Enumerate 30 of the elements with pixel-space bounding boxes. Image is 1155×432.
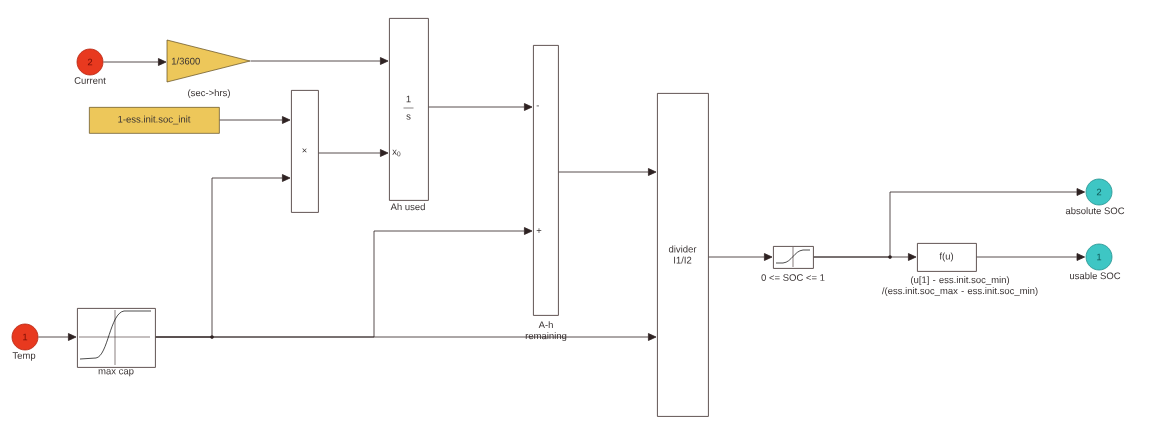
- signal-arrow: [558, 168, 657, 176]
- signal-arrow: [219, 116, 291, 124]
- block-label: 0 <= SOC <= 1: [761, 274, 825, 281]
- signal-arrow: [38, 333, 77, 341]
- sum-block: - +: [533, 45, 559, 316]
- lookup-table-block: [77, 308, 156, 368]
- signal-arrow: [813, 188, 1086, 258]
- block-label: usable SOC: [1070, 272, 1121, 280]
- signal-arrow: [976, 253, 1086, 261]
- signal-arrow: [428, 103, 533, 111]
- constant-block: 1-ess.init.soc_init: [89, 107, 220, 134]
- block-label: max cap: [98, 369, 134, 377]
- integrator-block: 1 s x$_{0}$: [389, 18, 429, 201]
- signal-arrow: [318, 149, 389, 157]
- saturation-block: [773, 246, 814, 269]
- block-label: absolute SOC: [1065, 207, 1125, 215]
- block-label: (sec->hrs): [188, 89, 230, 99]
- signal-arrow: [155, 333, 657, 341]
- block-label: A-h remaining: [525, 321, 567, 342]
- block-label: (u[1] - ess.init.soc_min) /(ess.init.soc_max - ess.init.soc_min): [881, 276, 1038, 297]
- block-label: Ah used: [390, 203, 425, 211]
- signal-arrow: [250, 57, 389, 65]
- product-block: ×: [291, 90, 319, 213]
- block-label: Current: [74, 77, 106, 84]
- signal-arrow: [708, 253, 773, 261]
- signal-arrow: [103, 58, 167, 66]
- block-label: Temp: [12, 352, 36, 361]
- function-block: f(u): [917, 243, 977, 272]
- divider-block: divider I1/I2: [657, 93, 709, 417]
- gain-triangle: 1/3600: [166, 39, 251, 83]
